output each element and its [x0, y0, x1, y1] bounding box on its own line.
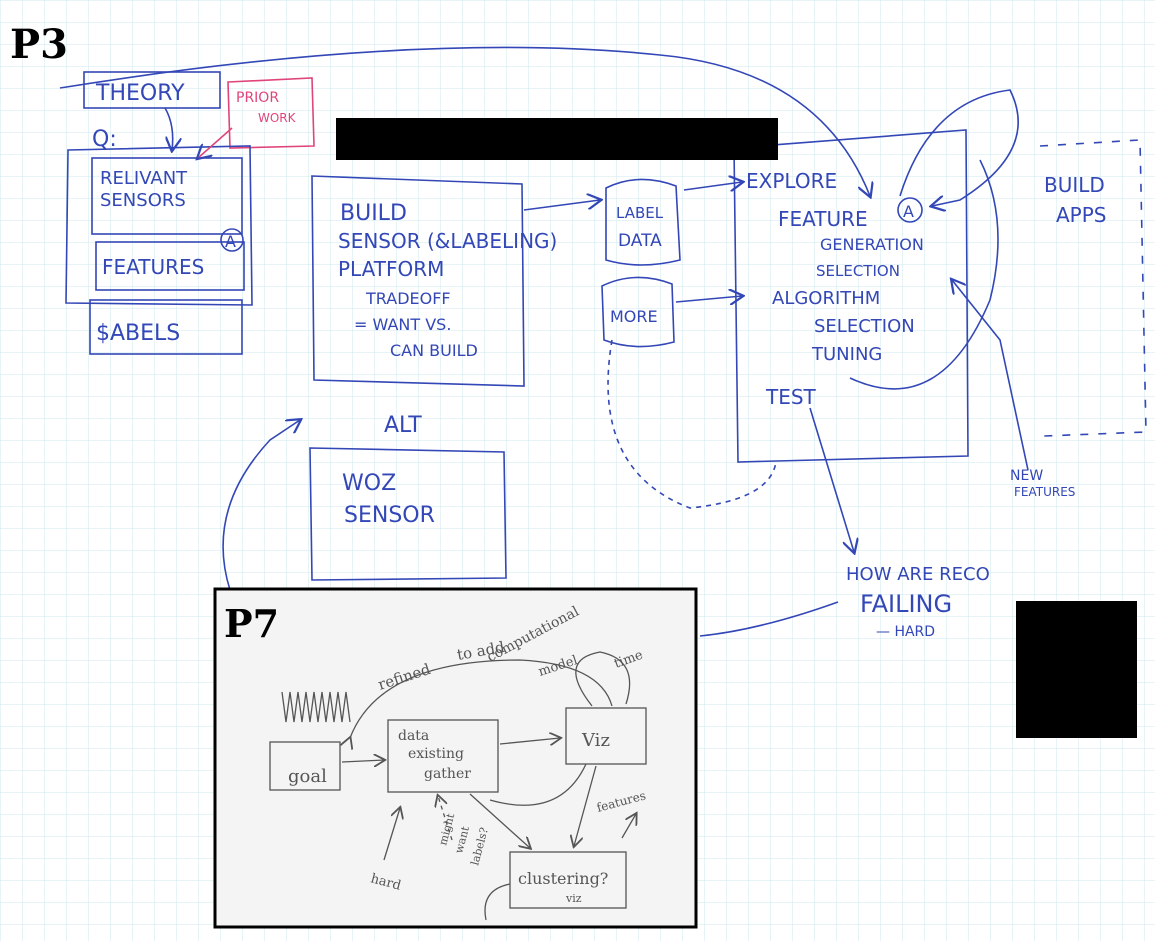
generation-label: GENERATION	[820, 235, 924, 254]
want-vs-label: = WANT VS.	[354, 315, 451, 334]
tuning-label: TUNING	[811, 344, 882, 365]
selection-2-label: SELECTION	[814, 316, 915, 337]
selection-1-label: SELECTION	[816, 262, 900, 280]
sensor-labeling-label: SENSOR (&LABELING)	[338, 229, 557, 253]
prior-work-line-1: PRIOR	[236, 90, 279, 106]
question-label: Q:	[92, 127, 117, 152]
build-label: BUILD	[340, 201, 407, 226]
platform-label: PLATFORM	[338, 257, 444, 281]
failing-label: FAILING	[860, 590, 952, 618]
label-data-line-2: DATA	[618, 231, 662, 251]
tradeoff-label: TRADEOFF	[365, 289, 451, 308]
new-features-line-2: FEATURES	[1014, 485, 1075, 499]
hard-label: — HARD	[876, 624, 935, 640]
panel-label-p3: P3	[10, 21, 68, 68]
redaction-bar-top	[336, 118, 778, 160]
label-data-line-1: LABEL	[616, 204, 664, 222]
feature-label: FEATURE	[778, 207, 868, 231]
sensors-label: SENSORS	[100, 190, 186, 211]
theory-label: THEORY	[95, 81, 185, 106]
goal-label: goal	[288, 766, 327, 787]
clustering-label: clustering?	[518, 869, 608, 888]
clustering-viz-label: viz	[565, 892, 582, 905]
can-build-label: CAN BUILD	[390, 341, 478, 360]
data-label: data	[398, 728, 429, 744]
viz-label: Viz	[581, 730, 610, 751]
relevant-label: RELIVANT	[100, 168, 188, 189]
prior-work-line-2: WORK	[258, 111, 297, 125]
marker-a-right-label: A	[903, 202, 914, 221]
existing-label: existing	[408, 746, 464, 762]
build-apps-line-2: APPS	[1056, 203, 1107, 227]
woz-sensor-label: SENSOR	[344, 503, 435, 528]
build-apps-line-1: BUILD	[1044, 173, 1105, 197]
marker-a-left-label: A	[225, 232, 236, 251]
labels-label: $ABELS	[96, 321, 180, 346]
algorithm-label: ALGORITHM	[772, 288, 880, 309]
woz-label: WOZ	[342, 471, 396, 496]
alt-label: ALT	[384, 413, 422, 438]
more-label: MORE	[610, 307, 658, 326]
explore-label: EXPLORE	[746, 169, 837, 193]
how-are-label: HOW ARE RECO	[846, 564, 990, 585]
test-label: TEST	[765, 385, 817, 409]
panel-label-p7: P7	[224, 601, 279, 646]
gather-label: gather	[424, 766, 471, 782]
features-label: FEATURES	[102, 255, 204, 279]
redaction-block-right	[1016, 601, 1137, 738]
p7-inset: P7 refined to add computational model ti…	[215, 589, 696, 927]
new-features-line-1: NEW	[1010, 468, 1043, 484]
